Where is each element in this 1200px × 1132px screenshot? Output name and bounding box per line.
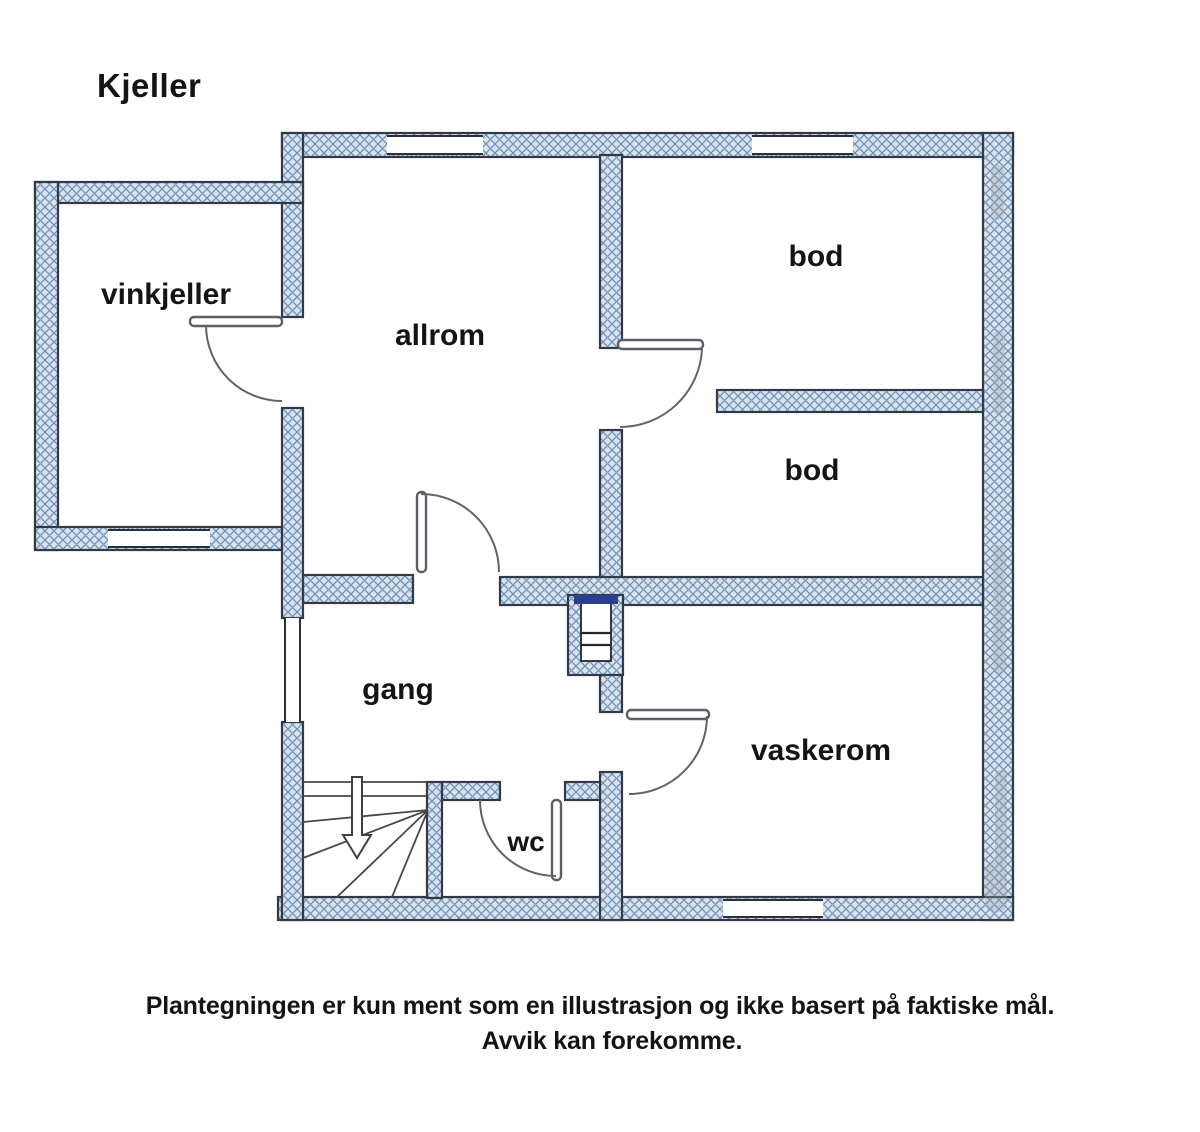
- wall-segment-left-lower: [280, 720, 305, 922]
- window-top-2: [752, 135, 853, 155]
- wall-segment-bottom: [276, 895, 1015, 922]
- window-left-wall: [284, 618, 301, 722]
- door-leaf: [415, 490, 428, 574]
- wall-segment-annex-top: [33, 180, 305, 205]
- wall-segment-left-mid: [280, 406, 305, 620]
- windows: [108, 135, 853, 918]
- wall-segment-left-upper: [280, 131, 305, 319]
- door-vinkjeller: [188, 315, 284, 402]
- door-leaf: [550, 798, 563, 882]
- chimney-band: [574, 595, 618, 604]
- door-arc: [479, 799, 557, 877]
- wall-wc-right: [598, 770, 624, 922]
- outer-walls: [33, 131, 1015, 922]
- room-label-wc: wc: [506, 826, 544, 857]
- wall-segment-annex-left: [33, 180, 60, 552]
- stairs: [302, 776, 429, 898]
- disclaimer-line-2: Avvik kan forekomme.: [482, 1027, 742, 1055]
- wall-bod-divider: [715, 388, 985, 414]
- room-label-bod-lower: bod: [785, 454, 840, 487]
- wall-allrom-gang: [301, 573, 415, 605]
- door-wc: [479, 798, 563, 882]
- window-bottom: [723, 899, 823, 918]
- interior-walls: [301, 153, 985, 922]
- door-leaf: [625, 708, 711, 721]
- room-label-vaskerom: vaskerom: [751, 734, 891, 767]
- wall-above-vaskerom-door: [598, 670, 624, 714]
- window-annex-bottom: [108, 529, 210, 548]
- door-arc: [619, 348, 703, 429]
- door-arc: [628, 715, 708, 795]
- scan-smudges: [985, 165, 1007, 912]
- stairs-down-arrow: [341, 776, 373, 860]
- door-leaf: [616, 338, 705, 351]
- room-label-bod-upper: bod: [789, 240, 844, 273]
- wall-wc-left: [425, 780, 444, 900]
- wall-allrom-bod-upper: [598, 153, 624, 350]
- wall-allrom-bod-lower: [598, 428, 624, 580]
- door-bod-upper: [616, 338, 705, 429]
- wall-wc-top-right-stub: [563, 780, 602, 802]
- disclaimer-line-1: Plantegningen er kun ment som en illustr…: [146, 992, 1054, 1020]
- chimney: [566, 593, 625, 677]
- room-label-allrom: allrom: [395, 319, 485, 352]
- door-arc: [420, 493, 500, 573]
- door-arc: [205, 324, 283, 402]
- wall-wc-top-left-stub: [440, 780, 502, 802]
- room-label-vinkjeller: vinkjeller: [101, 278, 231, 311]
- room-label-gang: gang: [362, 673, 434, 706]
- door-leaf: [188, 315, 284, 328]
- door-vaskerom: [625, 708, 711, 795]
- plan-title: Kjeller: [97, 67, 201, 104]
- window-top-1: [387, 135, 483, 155]
- door-gang-allrom: [415, 490, 500, 574]
